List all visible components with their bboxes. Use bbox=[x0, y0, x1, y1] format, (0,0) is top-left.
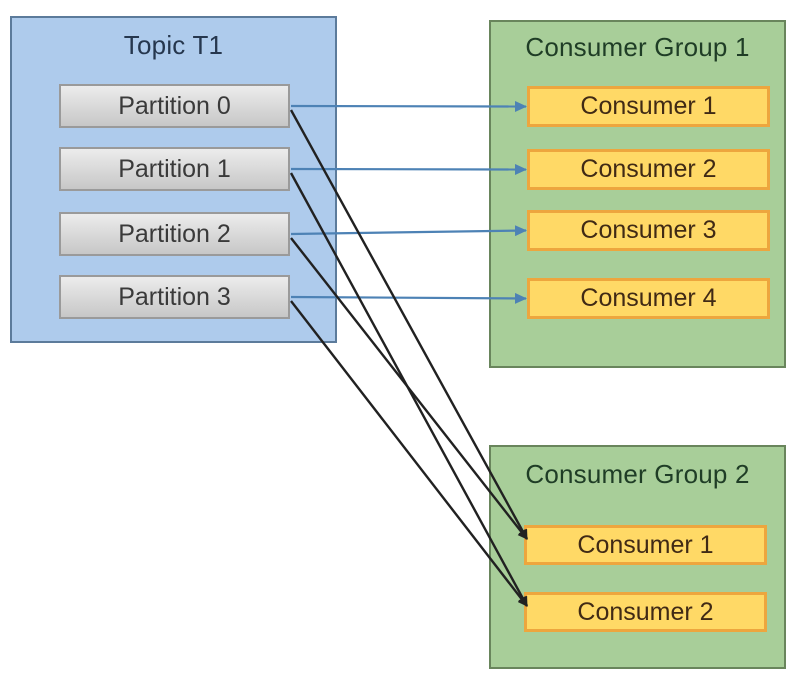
consumer-group-1-box: Consumer Group 1 Consumer 1 Consumer 2 C… bbox=[489, 20, 786, 368]
partition-3-node: Partition 3 bbox=[59, 275, 290, 319]
partition-0-node: Partition 0 bbox=[59, 84, 290, 128]
topic-title: Topic T1 bbox=[123, 30, 224, 60]
group1-consumer-1-node: Consumer 1 bbox=[527, 86, 770, 127]
consumer-group-2-box: Consumer Group 2 Consumer 1 Consumer 2 bbox=[489, 445, 786, 669]
group1-consumer-2-node: Consumer 2 bbox=[527, 149, 770, 190]
topic-t1-box: Topic T1 Partition 0 Partition 1 Partiti… bbox=[10, 16, 337, 343]
group2-consumer-1-node: Consumer 1 bbox=[524, 525, 767, 565]
consumer-group-1-title: Consumer Group 1 bbox=[525, 32, 750, 62]
group1-consumer-4-node: Consumer 4 bbox=[527, 278, 770, 319]
partition-2-node: Partition 2 bbox=[59, 212, 290, 256]
partition-1-node: Partition 1 bbox=[59, 147, 290, 191]
group2-consumer-2-node: Consumer 2 bbox=[524, 592, 767, 632]
consumer-group-2-title: Consumer Group 2 bbox=[525, 459, 750, 489]
group1-consumer-3-node: Consumer 3 bbox=[527, 210, 770, 251]
